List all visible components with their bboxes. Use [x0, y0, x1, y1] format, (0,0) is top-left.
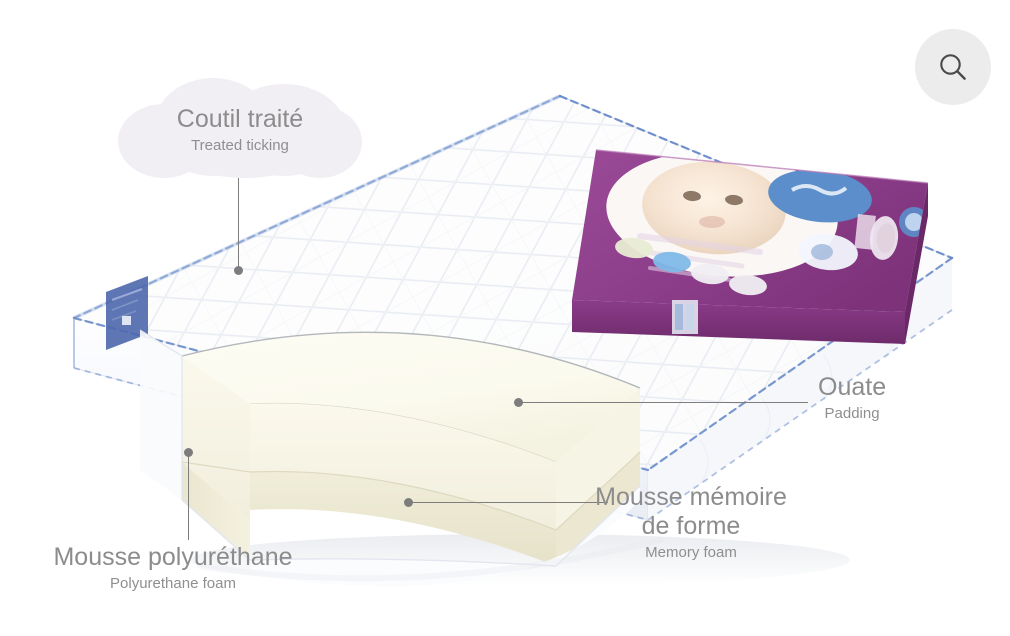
callout-label-en: Treated ticking — [191, 136, 289, 154]
annotation-memory-foam: Mousse mémoire de forme Memory foam — [588, 483, 794, 562]
leader-dot-padding — [514, 398, 523, 407]
leader-dot-polyurethane-foam — [184, 448, 193, 457]
annotation-polyurethane-foam: Mousse polyuréthane Polyurethane foam — [48, 543, 298, 593]
cloud-shape — [118, 78, 362, 178]
annotation-label-en-padding: Padding — [824, 404, 880, 422]
annotation-padding: Ouate Padding — [818, 373, 886, 423]
leader-dot-memory-foam — [404, 498, 413, 507]
search-button[interactable] — [915, 29, 991, 105]
leader-line-padding — [518, 402, 808, 404]
annotation-label-fr-padding: Ouate — [818, 373, 887, 401]
annotation-label-fr-polyurethane-foam: Mousse polyuréthane — [53, 543, 293, 571]
leader-line-polyurethane-foam — [188, 456, 190, 540]
annotation-label-en-polyurethane-foam: Polyurethane foam — [110, 574, 236, 592]
leader-dot-ticking — [234, 266, 243, 275]
callout-label-fr: Coutil traité — [176, 104, 304, 133]
search-icon — [936, 50, 970, 84]
care-label-tag — [106, 276, 148, 350]
leader-line-ticking — [238, 178, 240, 270]
leader-line-memory-foam — [408, 502, 608, 504]
annotation-label-en-memory-foam: Memory foam — [645, 543, 737, 561]
annotation-label-fr-memory-foam: Mousse mémoire de forme — [595, 483, 787, 540]
callout-treated-ticking: Coutil traité Treated ticking — [118, 78, 362, 178]
product-package-box — [572, 149, 929, 344]
